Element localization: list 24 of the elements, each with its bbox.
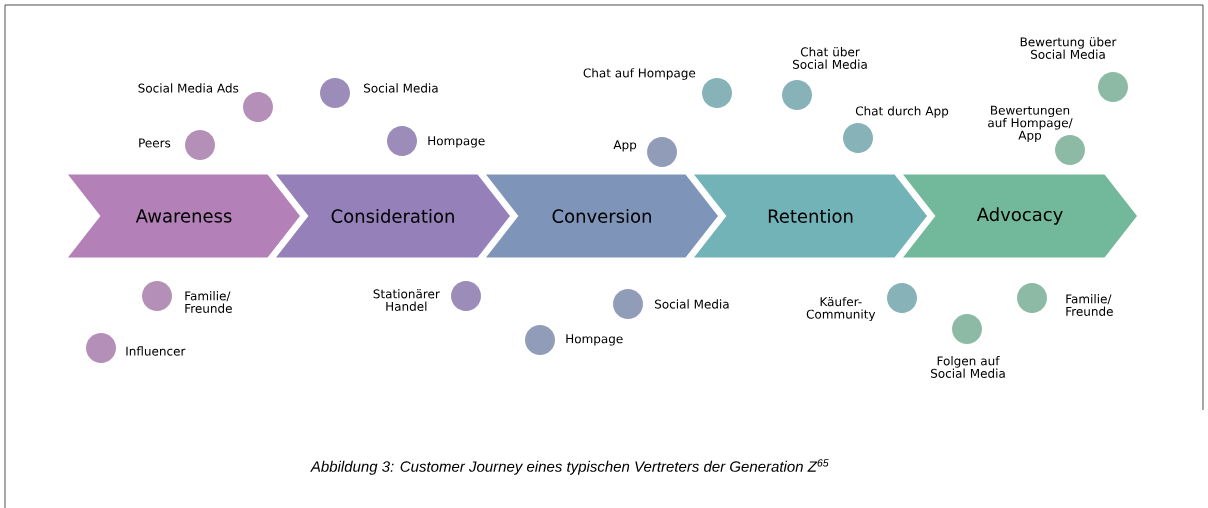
dot-label: Peers [139,138,171,148]
dot-label: Hompage [566,334,623,346]
caption: Abbildung 3: Customer Journey eines typischen Vertreters der Generation Z$^{65}$ [310,459,829,475]
process-step: Advocacy [903,174,1137,258]
dot-label: Bewertung über Social Media [1020,37,1117,59]
process-step: Awareness [68,174,300,258]
dot-label: Social Media [364,83,438,93]
dot-label: Social Media [655,299,729,309]
dot-label: Familie/ Freunde [185,291,232,313]
dot-label: Chat durch App [855,106,949,118]
dot-label: Hompage [428,136,485,148]
process-step: Conversion [486,174,718,258]
dot-label: Bewertungen auf Hompage/ App [988,105,1073,143]
dot-label: Stationärer Handel [373,289,440,311]
dot-label: Social Media Ads [138,83,239,93]
dot-label: Chat über Social Media [793,47,867,69]
process-step: Retention [694,174,927,258]
process-step: Consideration [276,174,510,258]
dot-label: Folgen auf Social Media [931,356,1005,378]
dot-label: Familie/ Freunde [1066,294,1113,316]
dot-label: Chat auf Hompage [583,68,696,80]
dot-label: Influencer [126,346,186,356]
dot-label: Käufer-Community [806,296,876,322]
dot-label: App [613,140,637,152]
